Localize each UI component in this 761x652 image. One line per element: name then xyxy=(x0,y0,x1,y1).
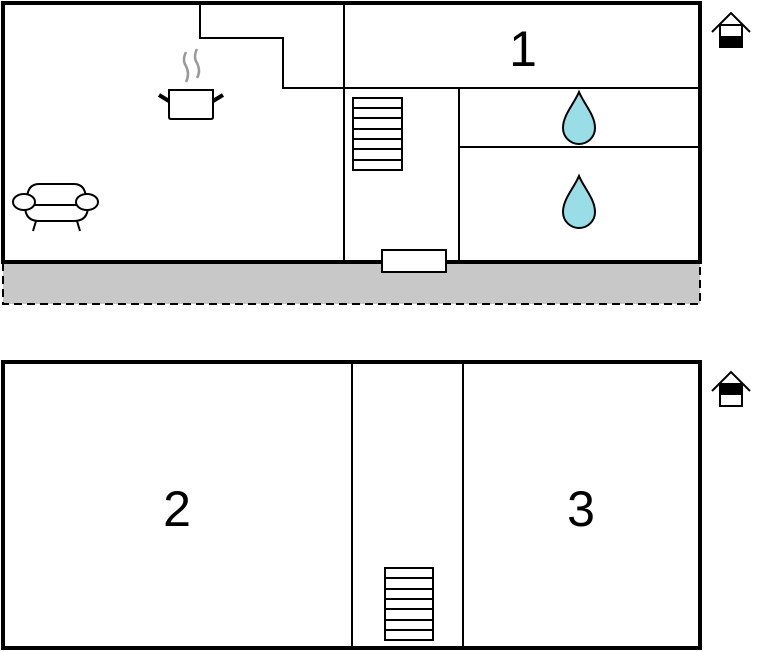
bathroom-water-drop-icon xyxy=(561,89,597,145)
sofa-icon xyxy=(12,183,99,232)
bathroom-water-drop-icon xyxy=(561,173,597,229)
terrace xyxy=(2,261,701,305)
house-upper-floor-icon xyxy=(711,370,751,407)
room-label-3: 3 xyxy=(567,481,595,537)
house-ground-floor-icon xyxy=(711,11,751,48)
stairs-icon xyxy=(384,567,434,641)
kitchen-pot-icon xyxy=(157,48,225,120)
door xyxy=(381,249,447,273)
room-label-1: 1 xyxy=(509,21,537,77)
kitchen-wall xyxy=(199,3,344,89)
upper-floor-plan: 2 3 xyxy=(1,360,751,650)
stairs-icon xyxy=(352,97,403,171)
room-label-2: 2 xyxy=(163,481,191,537)
ground-floor-outer-wall xyxy=(1,1,702,264)
ground-floor-plan: 1 xyxy=(1,1,751,305)
